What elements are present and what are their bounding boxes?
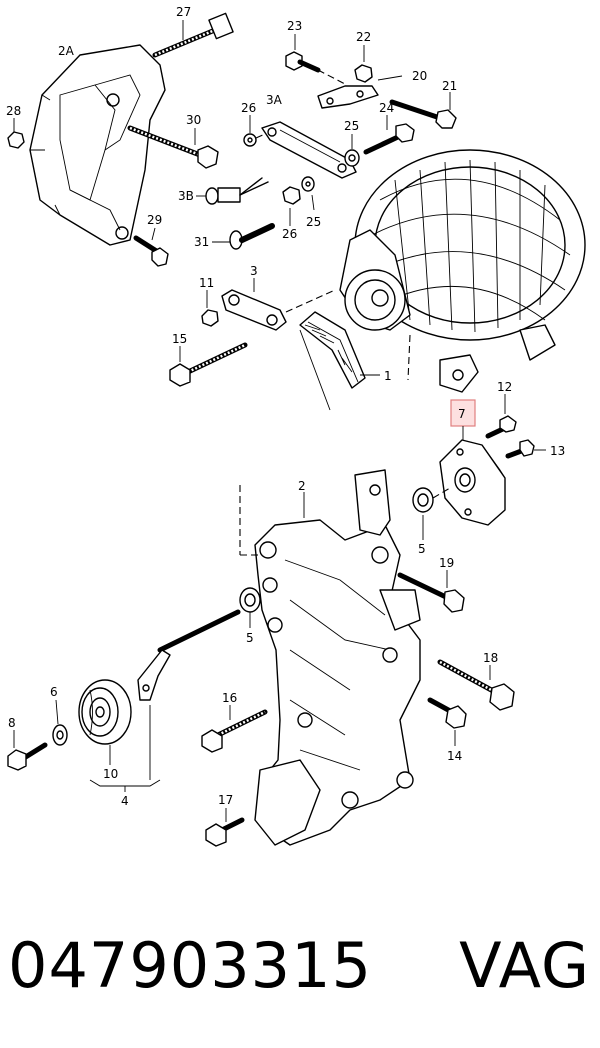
callout-12: 12 [497, 380, 512, 394]
bracket-2 [254, 469, 421, 846]
callout-22: 22 [356, 30, 371, 44]
callout-20: 20 [412, 69, 427, 83]
bolt-23 [285, 51, 321, 73]
bolt-13 [505, 439, 535, 459]
belt-1 [299, 311, 366, 411]
callout-23: 23 [287, 19, 302, 33]
callout-14: 14 [447, 749, 462, 763]
nut-28 [7, 131, 25, 149]
group-bracket-4 [89, 705, 161, 792]
callout-29: 29 [147, 213, 162, 227]
footer: 047903315 VAG [0, 920, 600, 1020]
bolt-29 [133, 235, 169, 267]
callout-26-lower: 26 [282, 227, 297, 241]
idler-rod [137, 609, 241, 701]
callout-24: 24 [379, 101, 394, 115]
bolt-18 [437, 659, 515, 711]
washer-5-lower [239, 587, 261, 613]
bolt-17 [205, 817, 245, 847]
washer-26-upper [243, 133, 257, 147]
callout-21: 21 [442, 79, 457, 93]
alternator [339, 149, 586, 393]
callout-3: 3 [250, 264, 258, 278]
washer-25-lower [301, 176, 315, 192]
callout-16: 16 [222, 691, 237, 705]
sensor-3b [205, 177, 269, 205]
highlight-box-7 [450, 399, 476, 427]
bolt-27 [152, 12, 234, 58]
callout-7: 7 [458, 407, 466, 421]
callout-2: 2 [298, 479, 306, 493]
idler-pulley-10 [78, 679, 132, 745]
callout-8: 8 [8, 716, 16, 730]
callout-26-upper: 26 [241, 101, 256, 115]
bolt-19 [397, 572, 465, 613]
washer-6 [52, 724, 68, 746]
link-plate-3 [221, 289, 287, 331]
callout-27: 27 [176, 5, 191, 19]
bolt-12 [485, 415, 517, 439]
nut-11 [201, 309, 219, 327]
bolt-8 [7, 742, 48, 771]
bracket-2a [29, 44, 166, 246]
callout-5-upper: 5 [418, 542, 426, 556]
callout-25-lower: 25 [306, 215, 321, 229]
callout-4: 4 [121, 794, 129, 808]
tensioner-7 [439, 439, 506, 526]
nut-26-lower [282, 186, 301, 205]
callout-1: 1 [384, 369, 392, 383]
nut-22 [354, 64, 373, 83]
bracket-3a [261, 85, 379, 179]
exploded-parts-diagram: 27 2A 28 30 29 23 22 20 21 3A 26 24 25 3… [6, 5, 586, 847]
callout-19: 19 [439, 556, 454, 570]
bolt-30 [127, 125, 219, 169]
washer-25-upper [344, 149, 360, 167]
bolt-15 [169, 342, 248, 387]
bolt-31 [229, 223, 275, 250]
callout-18: 18 [483, 651, 498, 665]
bolt-14 [427, 697, 467, 729]
callout-3b: 3B [178, 189, 194, 203]
part-number: 047903315 [8, 929, 373, 1002]
bolt-16 [201, 709, 268, 753]
callout-28: 28 [6, 104, 21, 118]
callout-6: 6 [50, 685, 58, 699]
callout-17: 17 [218, 793, 233, 807]
callout-25-upper: 25 [344, 119, 359, 133]
callout-11: 11 [199, 276, 214, 290]
callout-2a: 2A [58, 44, 75, 58]
callout-15: 15 [172, 332, 187, 346]
brand-label: VAG [459, 929, 590, 1002]
bolt-24 [363, 123, 415, 155]
callout-30: 30 [186, 113, 201, 127]
callout-5-lower: 5 [246, 631, 254, 645]
washer-5-upper [412, 487, 434, 513]
callout-3a: 3A [266, 93, 283, 107]
bolt-21 [389, 99, 457, 129]
callout-13: 13 [550, 444, 565, 458]
callout-10: 10 [103, 767, 118, 781]
callout-31: 31 [194, 235, 209, 249]
